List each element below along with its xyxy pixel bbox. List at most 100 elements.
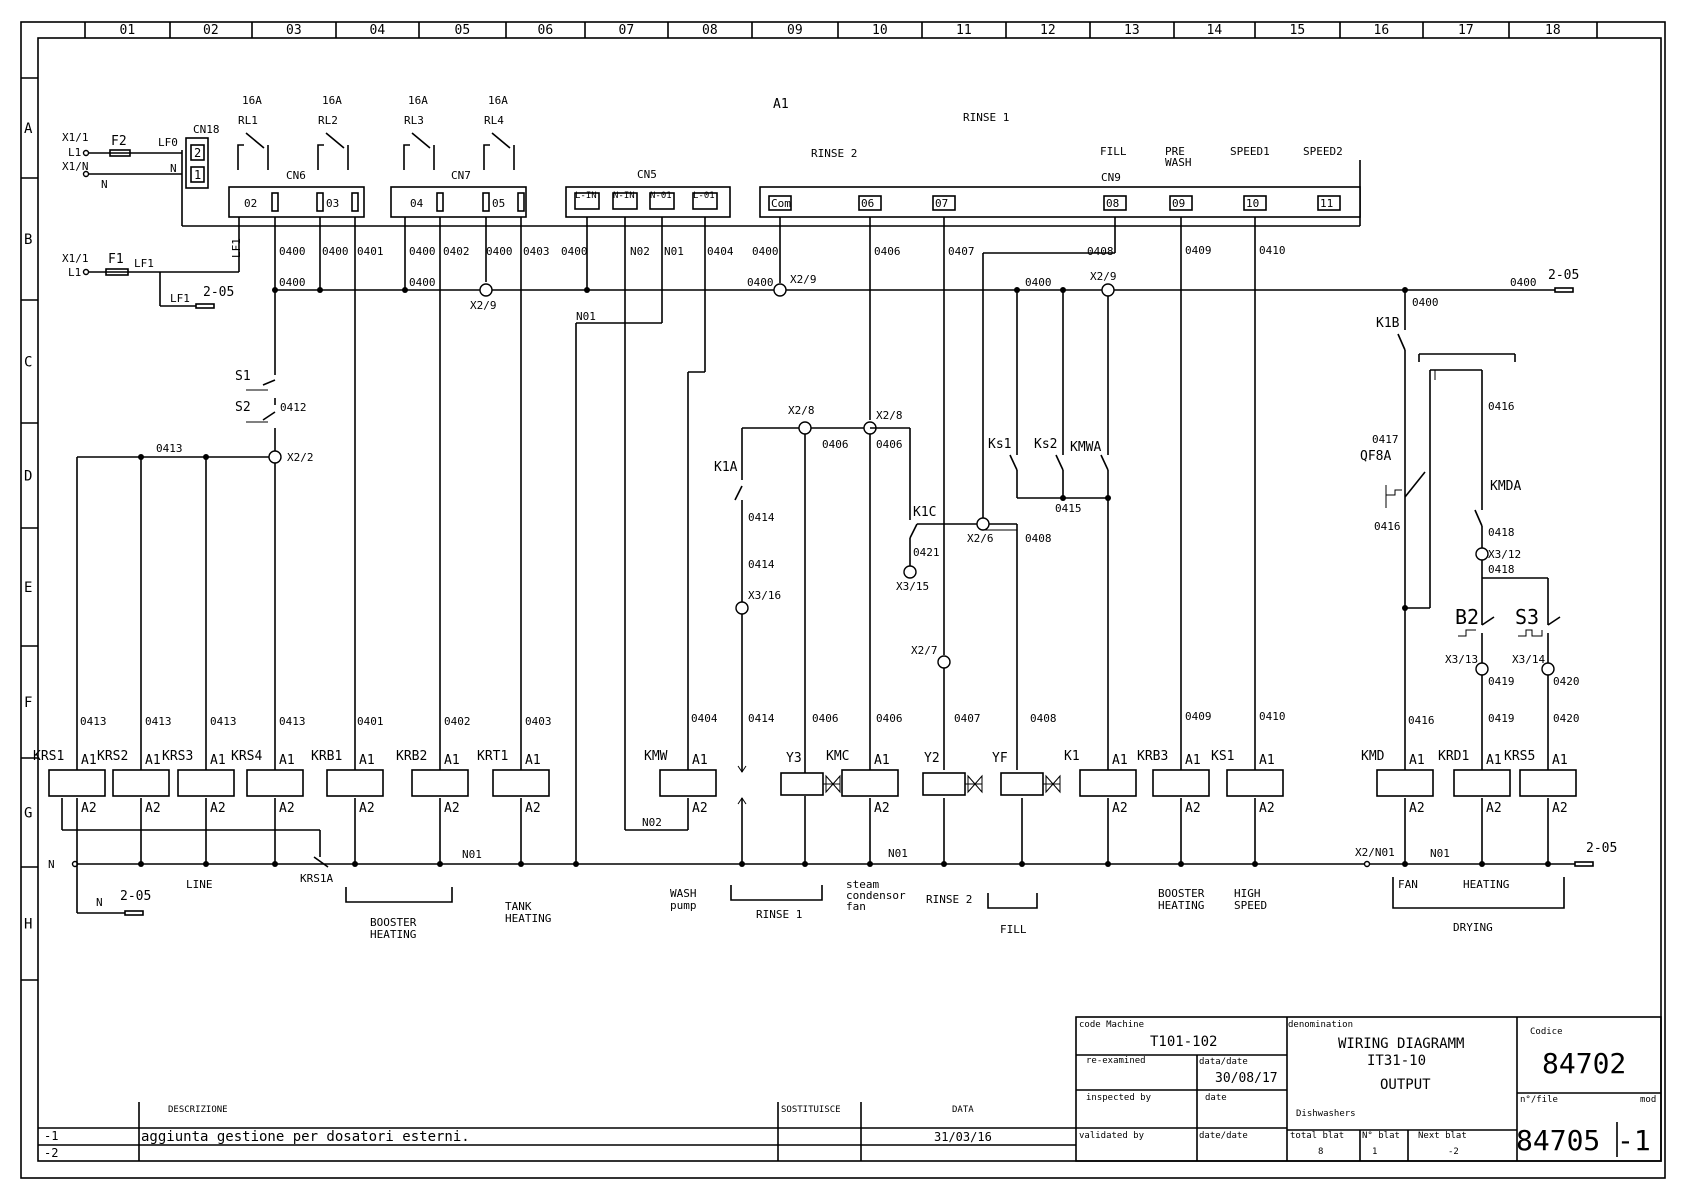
- svg-text:0420: 0420: [1553, 712, 1580, 725]
- group-labels: LINE BOOSTER HEATING TANK HEATING WASH p…: [186, 877, 1565, 941]
- svg-text:0418: 0418: [1488, 563, 1515, 576]
- supply-section: X1/1 L1 X1/N N F2 LF0 N CN18 2 1 X1/1 L1…: [62, 123, 1361, 309]
- svg-text:BOOSTER: BOOSTER: [370, 916, 417, 929]
- svg-text:0404: 0404: [691, 712, 718, 725]
- column-number: 15: [1290, 23, 1306, 38]
- svg-text:FAN: FAN: [1398, 878, 1418, 891]
- column-number: 18: [1545, 23, 1561, 38]
- svg-text:S3: S3: [1515, 605, 1539, 629]
- coil-terminal-a2: A2: [444, 801, 460, 816]
- svg-text:0419: 0419: [1488, 712, 1515, 725]
- svg-text:K1A: K1A: [714, 460, 738, 475]
- svg-text:0406: 0406: [822, 438, 849, 451]
- svg-text:HIGH: HIGH: [1234, 887, 1261, 900]
- svg-text:0420: 0420: [1553, 675, 1580, 688]
- coil-name: KRS4: [231, 749, 262, 764]
- connector-pin: N-01: [650, 191, 672, 201]
- svg-text:date/date: date/date: [1199, 1131, 1248, 1141]
- coil-terminal-a1: A1: [444, 753, 460, 768]
- mod-number: -1: [1617, 1124, 1651, 1157]
- svg-text:code Machine: code Machine: [1079, 1020, 1144, 1030]
- coil-name: KRS3: [162, 749, 193, 764]
- svg-text:N01: N01: [576, 310, 596, 323]
- row-letter: E: [24, 580, 32, 596]
- column-number: 14: [1207, 23, 1223, 38]
- svg-text:2: 2: [194, 146, 201, 160]
- row-letter: H: [24, 917, 32, 933]
- valve-y3: [780, 772, 824, 796]
- svg-text:31/03/16: 31/03/16: [934, 1130, 992, 1144]
- svg-text:LINE: LINE: [186, 878, 213, 891]
- svg-text:X2/9: X2/9: [1090, 270, 1117, 283]
- svg-text:0400: 0400: [1025, 276, 1052, 289]
- relay-rating: 16A: [322, 94, 342, 107]
- svg-text:X1/1: X1/1: [62, 252, 89, 265]
- svg-text:QF8A: QF8A: [1360, 449, 1391, 464]
- svg-text:0403: 0403: [525, 715, 552, 728]
- valves: Y3 Y2 YF: [780, 751, 1061, 796]
- svg-text:0406: 0406: [874, 245, 901, 258]
- svg-text:0400: 0400: [561, 245, 588, 258]
- svg-text:X2/9: X2/9: [470, 299, 497, 312]
- svg-text:8: 8: [1318, 1147, 1323, 1157]
- relay-rating: 16A: [242, 94, 262, 107]
- codice-number: 84702: [1542, 1047, 1626, 1080]
- revision-description: aggiunta gestione per dosatori esterni.: [141, 1129, 470, 1145]
- row-letter: F: [24, 695, 32, 711]
- svg-text:WASH: WASH: [670, 887, 697, 900]
- svg-text:SOSTITUISCE: SOSTITUISCE: [781, 1105, 841, 1115]
- connector-pin: N-IN: [613, 191, 635, 201]
- relay-name: RL2: [318, 114, 338, 127]
- coil-name: KMC: [826, 749, 849, 764]
- connector-cn7: [390, 186, 527, 218]
- svg-text:0413: 0413: [145, 715, 172, 728]
- svg-text:CN6: CN6: [286, 169, 306, 182]
- svg-text:0412: 0412: [280, 401, 307, 414]
- column-number: 13: [1124, 23, 1140, 38]
- connector-pin: L-01: [693, 191, 715, 201]
- svg-text:N01: N01: [462, 848, 482, 861]
- svg-text:WASH: WASH: [1165, 156, 1192, 169]
- svg-text:SPEED1: SPEED1: [1230, 145, 1270, 158]
- coil-terminal-a2: A2: [1259, 801, 1275, 816]
- valve-y2: [922, 772, 966, 796]
- rinse1-label: RINSE 1: [963, 111, 1009, 124]
- connector-pin: 08: [1106, 197, 1119, 210]
- coil-terminal-a1: A1: [210, 753, 226, 768]
- coil-name: KRB1: [311, 749, 342, 764]
- svg-text:inspected by: inspected by: [1086, 1093, 1152, 1103]
- svg-text:DATA: DATA: [952, 1105, 974, 1115]
- svg-text:N: N: [170, 162, 177, 175]
- svg-text:0410: 0410: [1259, 710, 1286, 723]
- lf0-label: LF0: [158, 136, 178, 149]
- svg-text:X2/6: X2/6: [967, 532, 994, 545]
- svg-text:N01: N01: [888, 847, 908, 860]
- svg-text:0408: 0408: [1030, 712, 1057, 725]
- connector-pin: 04: [410, 197, 424, 210]
- svg-text:2-05: 2-05: [1586, 841, 1617, 856]
- svg-text:0413: 0413: [156, 442, 183, 455]
- svg-text:KMDA: KMDA: [1490, 479, 1521, 494]
- svg-text:HEATING: HEATING: [1463, 878, 1509, 891]
- svg-text:0413: 0413: [80, 715, 107, 728]
- connector-pin: 09: [1172, 197, 1185, 210]
- coil-terminal-a2: A2: [1112, 801, 1128, 816]
- svg-text:S1: S1: [235, 369, 251, 384]
- coil-terminal-a1: A1: [1259, 753, 1275, 768]
- coil-name: KRB3: [1137, 749, 1168, 764]
- svg-text:0400: 0400: [409, 245, 436, 258]
- connector-pin: L-IN: [575, 191, 597, 201]
- svg-text:Ks2: Ks2: [1034, 437, 1057, 452]
- svg-text:0416: 0416: [1374, 520, 1401, 533]
- svg-text:Y2: Y2: [924, 751, 940, 766]
- svg-text:K1B: K1B: [1376, 316, 1400, 331]
- column-number: 09: [787, 23, 803, 38]
